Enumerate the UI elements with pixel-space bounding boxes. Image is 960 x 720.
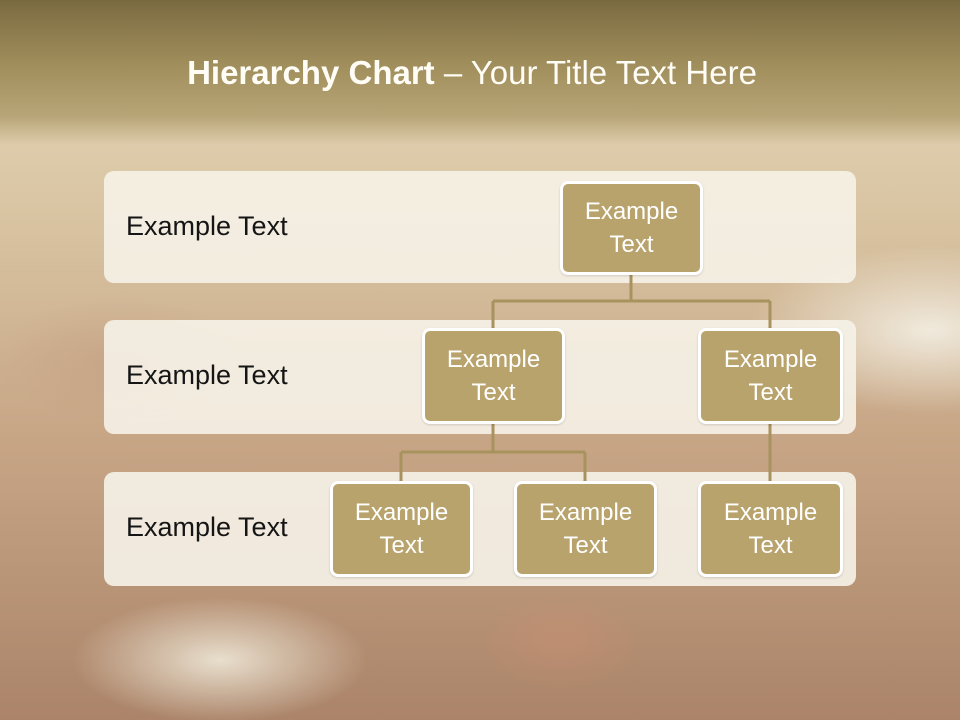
node-level3-b[interactable]: Example Text	[514, 481, 657, 577]
node-root[interactable]: Example Text	[560, 181, 703, 275]
level-label-2: Example Text	[126, 360, 288, 390]
level-label-3: Example Text	[126, 512, 288, 542]
node-level3-c[interactable]: Example Text	[698, 481, 843, 577]
level-label-1: Example Text	[126, 211, 288, 241]
level-band-1: Example Text	[104, 171, 856, 283]
slide-title: Hierarchy Chart – Your Title Text Here	[0, 54, 944, 92]
node-level3-a[interactable]: Example Text	[330, 481, 473, 577]
node-level2-left[interactable]: Example Text	[422, 328, 565, 424]
title-rest: – Your Title Text Here	[434, 54, 757, 91]
title-band	[0, 0, 960, 145]
node-level2-right[interactable]: Example Text	[698, 328, 843, 424]
title-bold: Hierarchy Chart	[187, 54, 435, 91]
